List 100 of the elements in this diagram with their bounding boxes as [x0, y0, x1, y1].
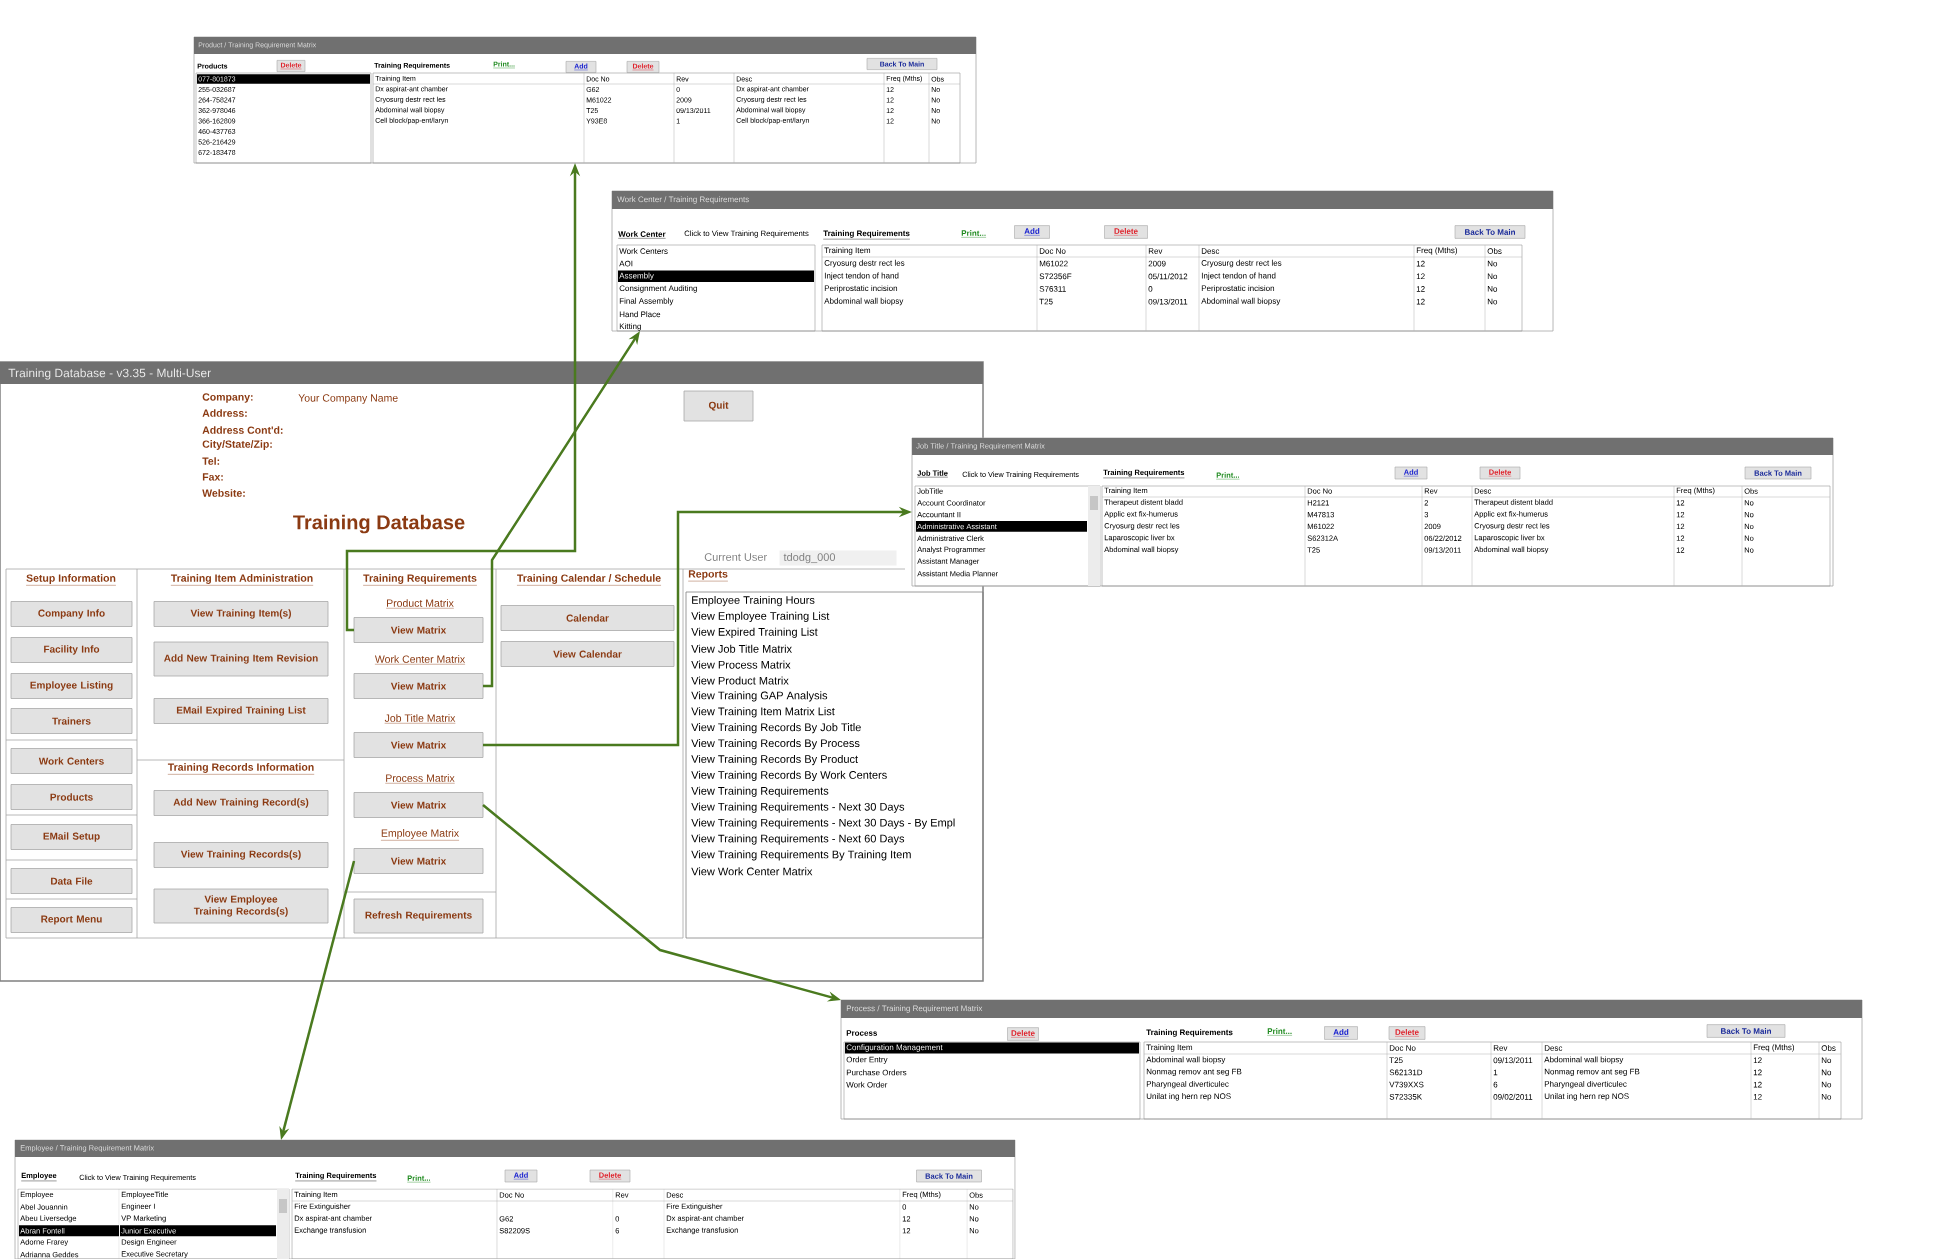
column-header: Desc — [1201, 248, 1220, 254]
column-header: Obs — [1821, 1045, 1836, 1051]
matrix-link: Work Center Matrix — [374, 655, 466, 665]
table-cell: 12 — [1416, 298, 1425, 305]
button: EMail Expired Training List — [153, 698, 329, 724]
section-heading: Training Calendar / Schedule — [516, 574, 662, 586]
list-item: Order Entry — [846, 1056, 888, 1064]
report-link: View Training Records By Work Centers — [691, 770, 887, 782]
column-header: Freq (Mths) — [1753, 1044, 1795, 1052]
report-link: View Process Matrix — [691, 660, 791, 669]
button: Quit — [683, 390, 754, 422]
button: Data File — [10, 868, 133, 894]
table-cell: No — [1821, 1094, 1832, 1100]
report-link: View Job Title Matrix — [691, 644, 792, 653]
table-cell: 12 — [1416, 273, 1425, 280]
field-label: Address Cont'd: — [202, 426, 283, 434]
table-cell: 12 — [1416, 260, 1425, 267]
table-cell: Pharyngeal diverticulec — [1544, 1080, 1627, 1089]
section-label: Training Requirements — [1146, 1029, 1233, 1037]
list-item: Final Assembly — [619, 297, 674, 306]
column-header: Training Item — [1146, 1044, 1193, 1052]
field-label: Company: — [202, 393, 253, 403]
button: Trainers — [10, 708, 133, 734]
section-label: Training Requirements — [823, 230, 911, 240]
table-cell: Pharyngeal diverticulec — [1146, 1080, 1229, 1089]
list-item: Kitting — [619, 323, 641, 331]
table-cell: 09/02/2011 — [1493, 1093, 1533, 1100]
table-cell: S72335K — [1389, 1094, 1423, 1100]
app-heading: Training Database — [293, 514, 465, 534]
table-cell: 12 — [1416, 286, 1425, 292]
table-cell: 12 — [1753, 1081, 1762, 1088]
button: View Matrix — [353, 673, 484, 699]
field-label: Fax: — [202, 473, 223, 481]
report-link: View Training Requirements — [691, 786, 829, 797]
column-header: Desc — [1544, 1045, 1563, 1051]
table-cell: Abdominal wall biopsy — [824, 297, 904, 306]
matrix-link: Job Title Matrix — [384, 714, 456, 724]
section-heading: Training Requirements — [362, 574, 478, 586]
print-link: Print... — [1267, 1028, 1293, 1036]
table-cell: S72356F — [1039, 273, 1072, 280]
table-cell: Nonmag remov ant seg FB — [1146, 1068, 1242, 1076]
button: Calendar — [500, 605, 675, 631]
button: View Training Item(s) — [153, 601, 329, 627]
button: Add — [1324, 1026, 1358, 1040]
table-cell: M61022 — [1039, 260, 1068, 267]
table-cell: 12 — [1753, 1069, 1762, 1076]
button: View Training Records(s) — [153, 842, 329, 868]
table-cell: Abdominal wall biopsy — [1201, 297, 1281, 306]
table-cell: Unilat ing hern rep NOS — [1146, 1093, 1231, 1101]
column-header: Work Centers — [619, 248, 668, 254]
company-name-text: Your Company Name — [298, 394, 398, 404]
table-cell: S62131D — [1389, 1069, 1423, 1076]
button: View Employee Training Records(s) — [153, 888, 329, 924]
table-cell: No — [1487, 260, 1498, 267]
table-cell: 09/13/2011 — [1148, 298, 1188, 305]
section-heading: Reports — [688, 570, 729, 582]
field-label: City/State/Zip: — [202, 440, 272, 450]
field-label: Tel: — [202, 457, 220, 465]
report-link: View Training GAP Analysis — [691, 691, 828, 702]
table-cell: Cryosurg destr rect les — [1201, 259, 1282, 268]
report-link: View Training Item Matrix List — [691, 707, 835, 718]
table-cell: 09/13/2011 — [1493, 1057, 1533, 1064]
table-cell: Unilat ing hern rep NOS — [1544, 1093, 1629, 1101]
button: View Calendar — [500, 641, 675, 667]
table-cell: Abdominal wall biopsy — [1544, 1056, 1624, 1064]
button: View Matrix — [353, 617, 484, 643]
table-cell: V739XXS — [1389, 1081, 1424, 1088]
report-link: View Training Records By Job Title — [691, 723, 861, 734]
report-link: View Training Records By Process — [691, 739, 860, 750]
table-cell: Cryosurg destr rect les — [824, 259, 905, 268]
button: View Matrix — [353, 732, 484, 758]
button: EMail Setup — [10, 824, 133, 850]
user-label: Current User — [704, 553, 767, 561]
table-cell: Inject tendon of hand — [1201, 272, 1276, 281]
table-cell: T25 — [1389, 1057, 1403, 1064]
report-link: View Product Matrix — [691, 676, 789, 685]
table-cell: No — [1821, 1057, 1832, 1063]
report-link: View Work Center Matrix — [691, 867, 813, 876]
column-header: Rev — [1148, 248, 1163, 254]
column-header: Obs — [1487, 248, 1502, 254]
column-header: Doc No — [1389, 1045, 1416, 1051]
list-item: Work Order — [846, 1081, 888, 1088]
selected-list-item: Configuration Management — [845, 1042, 1139, 1054]
matrix-link: Product Matrix — [385, 599, 455, 609]
button: Add New Training Record(s) — [153, 790, 329, 816]
matrix-link: Process Matrix — [385, 774, 455, 784]
report-link: View Training Records By Product — [691, 754, 858, 766]
table-cell: No — [1821, 1081, 1832, 1088]
list-item: Hand Place — [619, 311, 661, 318]
print-link: Print... — [961, 230, 987, 238]
table-cell: T25 — [1039, 298, 1053, 305]
report-link: View Training Requirements - Next 30 Days — [691, 802, 905, 813]
matrix-link: Employee Matrix — [380, 829, 460, 841]
report-link: Employee Training Hours — [692, 595, 815, 607]
column-header: Freq (Mths) — [1416, 247, 1458, 255]
title-bar: Training Database - v3.35 - Multi-User — [0, 362, 983, 384]
table-cell: 2009 — [1148, 260, 1166, 267]
button: Facility Info — [10, 637, 133, 663]
table-cell: Inject tendon of hand — [824, 272, 899, 281]
button: Work Centers — [10, 748, 133, 774]
